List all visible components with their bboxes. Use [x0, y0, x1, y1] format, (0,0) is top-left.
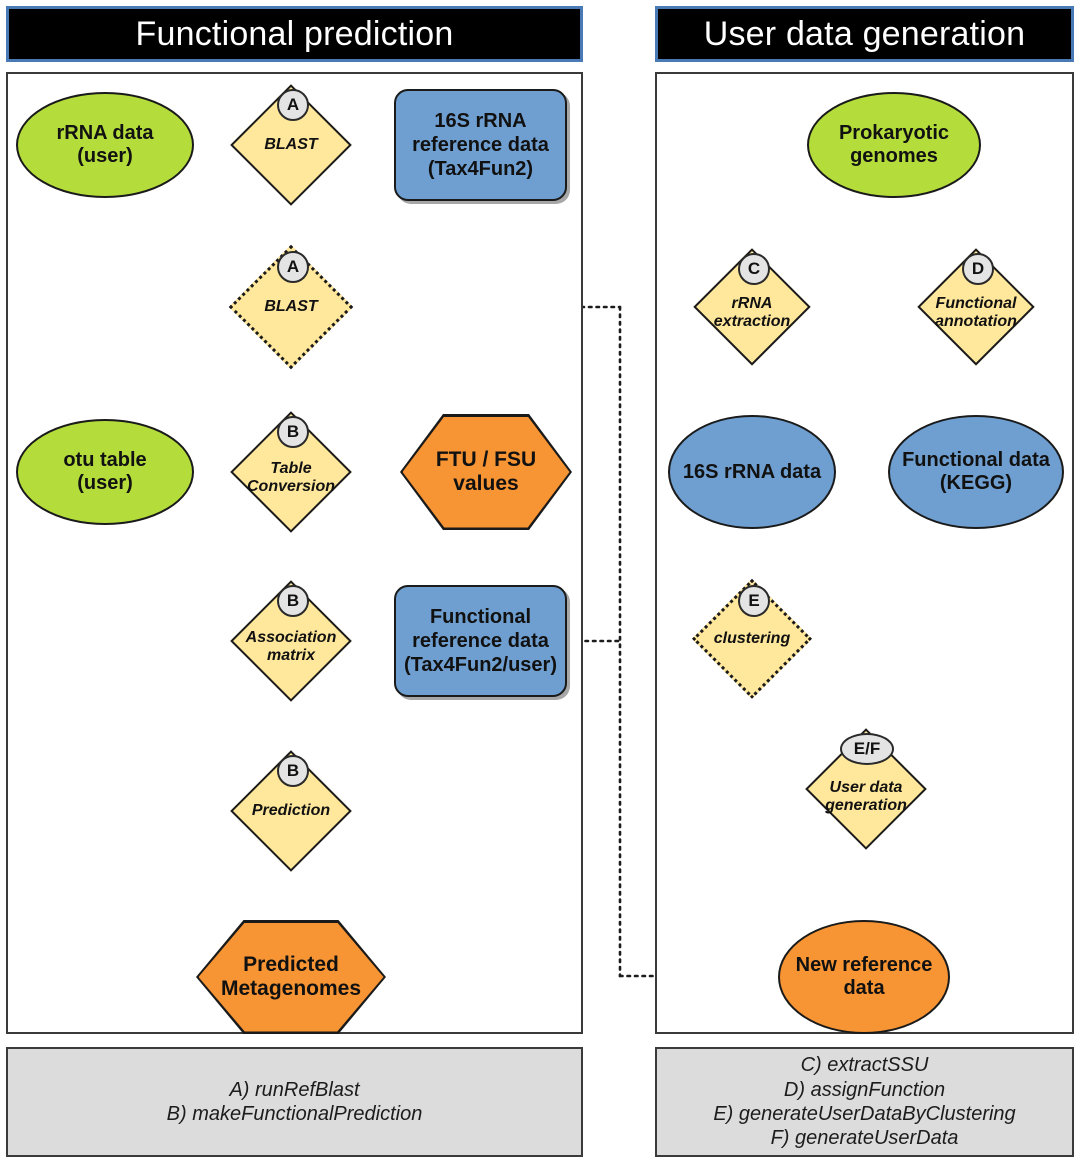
node-label: rRNA data (user)	[56, 122, 154, 167]
node-functional-reference-data[interactable]: Functional reference data (Tax4Fun2/user…	[394, 585, 567, 697]
node-16s-rrna-data[interactable]: 16S rRNA data	[668, 415, 836, 529]
node-16s-reference-data[interactable]: 16S rRNA reference data (Tax4Fun2)	[394, 89, 567, 201]
node-label: 16S rRNA reference data (Tax4Fun2)	[412, 110, 549, 180]
legend-item: B) makeFunctionalPrediction	[166, 1103, 423, 1125]
legend-user-data-generation: C) extractSSU D) assignFunction E) gener…	[655, 1047, 1074, 1157]
panel-title: Functional prediction	[135, 15, 454, 53]
hexagon-shape	[198, 922, 384, 1032]
badge-b-table-conversion: B	[277, 416, 309, 448]
node-new-reference-data[interactable]: New reference data	[778, 920, 950, 1034]
badge-a-blast-solid: A	[277, 89, 309, 121]
node-label: Functional data (KEGG)	[902, 449, 1050, 494]
node-prokaryotic-genomes[interactable]: Prokaryotic genomes	[807, 92, 981, 198]
hexagon-shape	[402, 416, 570, 528]
badge-ef-user-data-generation: E/F	[840, 733, 894, 765]
badge-a-blast-dotted: A	[277, 251, 309, 283]
badge-c-rrna-extraction: C	[738, 253, 770, 285]
badge-d-functional-annotation: D	[962, 253, 994, 285]
node-label: Functional reference data (Tax4Fun2/user…	[404, 606, 557, 676]
node-label: New reference data	[795, 954, 933, 999]
node-functional-data-kegg[interactable]: Functional data (KEGG)	[888, 415, 1064, 529]
panel-header-user-data-generation: User data generation	[655, 6, 1074, 62]
node-label: otu table (user)	[63, 449, 147, 494]
legend-functional-prediction: A) runRefBlast B) makeFunctionalPredicti…	[6, 1047, 583, 1157]
node-label: Prokaryotic genomes	[838, 122, 950, 167]
legend-item: F) generateUserData	[770, 1127, 959, 1150]
legend-item: A) runRefBlast	[229, 1078, 360, 1101]
panel-header-functional-prediction: Functional prediction	[6, 6, 583, 62]
legend-item: D) assignFunction	[783, 1078, 946, 1101]
node-ftu-fsu-values[interactable]: FTU / FSU values	[400, 414, 572, 530]
badge-b-prediction: B	[277, 755, 309, 787]
panel-title: User data generation	[703, 15, 1026, 53]
panel-frame-functional-prediction	[6, 72, 583, 1034]
node-predicted-metagenomes[interactable]: Predicted Metagenomes	[196, 920, 386, 1034]
node-label: 16S rRNA data	[682, 460, 822, 483]
panel-frame-user-data-generation	[655, 72, 1074, 1034]
badge-b-association-matrix: B	[277, 585, 309, 617]
node-otu-table-user[interactable]: otu table (user)	[16, 419, 194, 525]
badge-e-clustering: E	[738, 585, 770, 617]
node-rrna-data-user[interactable]: rRNA data (user)	[16, 92, 194, 198]
legend-item: C) extractSSU	[800, 1054, 929, 1077]
legend-item: E) generateUserDataByClustering	[713, 1103, 1016, 1125]
